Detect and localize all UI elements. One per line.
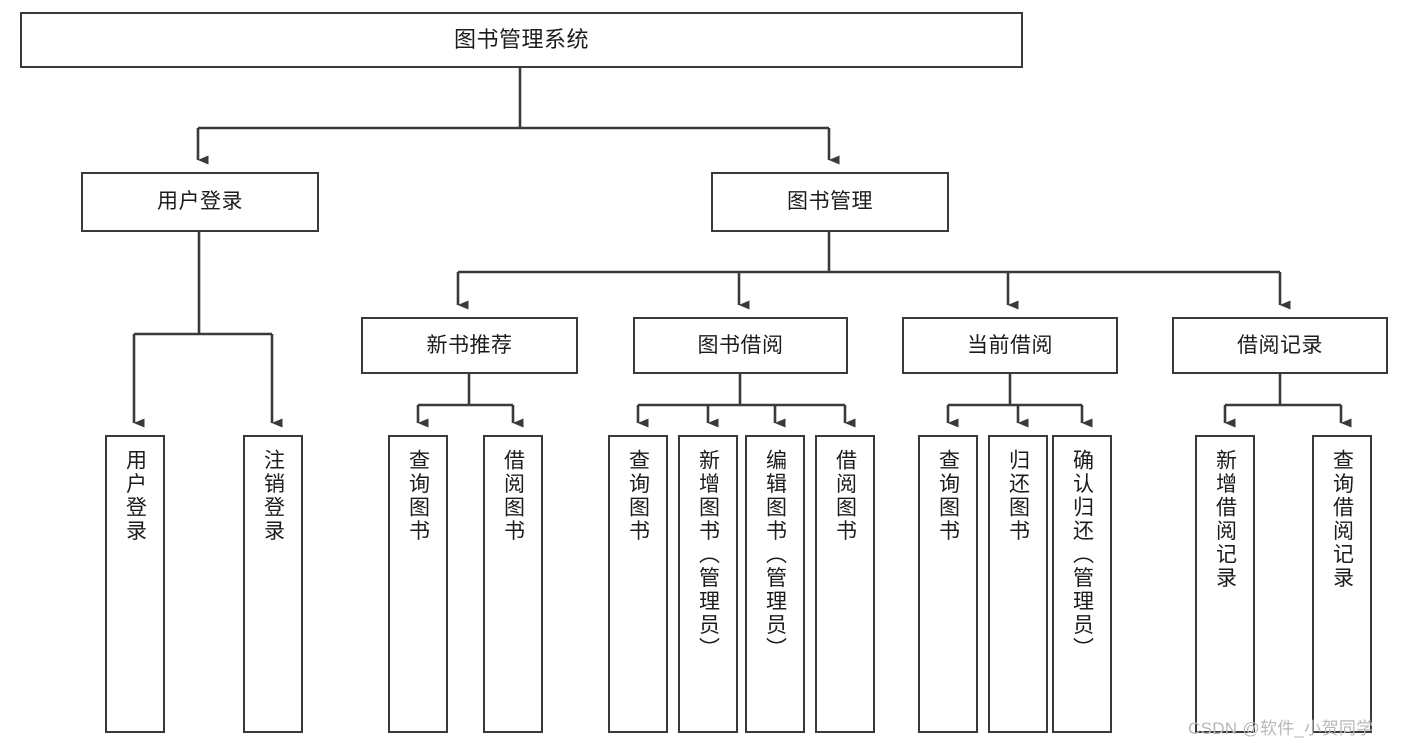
node-leaf-query-borrow-record[interactable]: 查询借阅记录 bbox=[1312, 435, 1372, 733]
node-label: 借阅记录 bbox=[1237, 333, 1323, 357]
csdn-watermark: CSDN @软件_小贺同学 bbox=[1188, 719, 1374, 738]
node-label: 借阅图书 bbox=[833, 449, 857, 543]
node-label: 编辑图书（管理员） bbox=[763, 449, 787, 661]
node-label: 新增借阅记录 bbox=[1213, 449, 1237, 590]
node-label: 用户登录 bbox=[157, 190, 243, 214]
node-leaf-add-borrow-record[interactable]: 新增借阅记录 bbox=[1195, 435, 1255, 733]
node-label: 注销登录 bbox=[261, 449, 285, 543]
node-leaf-query-book-current[interactable]: 查询图书 bbox=[918, 435, 978, 733]
node-book-borrow[interactable]: 图书借阅 bbox=[633, 317, 848, 374]
node-book-management[interactable]: 图书管理 bbox=[711, 172, 949, 232]
node-label: 查询图书 bbox=[936, 449, 960, 543]
node-leaf-add-book-admin[interactable]: 新增图书（管理员） bbox=[678, 435, 738, 733]
node-leaf-borrow-book[interactable]: 借阅图书 bbox=[815, 435, 875, 733]
node-new-book-recommend[interactable]: 新书推荐 bbox=[361, 317, 578, 374]
node-label: 当前借阅 bbox=[967, 333, 1053, 357]
node-label: 查询图书 bbox=[406, 449, 430, 543]
node-leaf-confirm-return-admin[interactable]: 确认归还（管理员） bbox=[1052, 435, 1112, 733]
node-borrow-record[interactable]: 借阅记录 bbox=[1172, 317, 1388, 374]
node-label: 归还图书 bbox=[1006, 449, 1030, 543]
node-label: 借阅图书 bbox=[501, 449, 525, 543]
node-user-login[interactable]: 用户登录 bbox=[81, 172, 319, 232]
node-leaf-user-login[interactable]: 用户登录 bbox=[105, 435, 165, 733]
node-root-system[interactable]: 图书管理系统 bbox=[20, 12, 1023, 68]
node-leaf-query-book-borrow[interactable]: 查询图书 bbox=[608, 435, 668, 733]
node-label: 确认归还（管理员） bbox=[1070, 449, 1094, 661]
node-label: 图书管理系统 bbox=[453, 26, 589, 52]
node-label: 查询图书 bbox=[626, 449, 650, 543]
node-current-borrow[interactable]: 当前借阅 bbox=[902, 317, 1118, 374]
node-label: 图书管理 bbox=[787, 190, 873, 214]
node-label: 新增图书（管理员） bbox=[696, 449, 720, 661]
node-leaf-return-book[interactable]: 归还图书 bbox=[988, 435, 1048, 733]
node-label: 查询借阅记录 bbox=[1330, 449, 1354, 590]
node-label: 图书借阅 bbox=[697, 333, 784, 357]
node-leaf-borrow-book-recommend[interactable]: 借阅图书 bbox=[483, 435, 543, 733]
node-label: 用户登录 bbox=[123, 449, 147, 543]
node-leaf-edit-book-admin[interactable]: 编辑图书（管理员） bbox=[745, 435, 805, 733]
node-leaf-logout[interactable]: 注销登录 bbox=[243, 435, 303, 733]
node-label: 新书推荐 bbox=[426, 333, 513, 357]
node-leaf-query-book-recommend[interactable]: 查询图书 bbox=[388, 435, 448, 733]
